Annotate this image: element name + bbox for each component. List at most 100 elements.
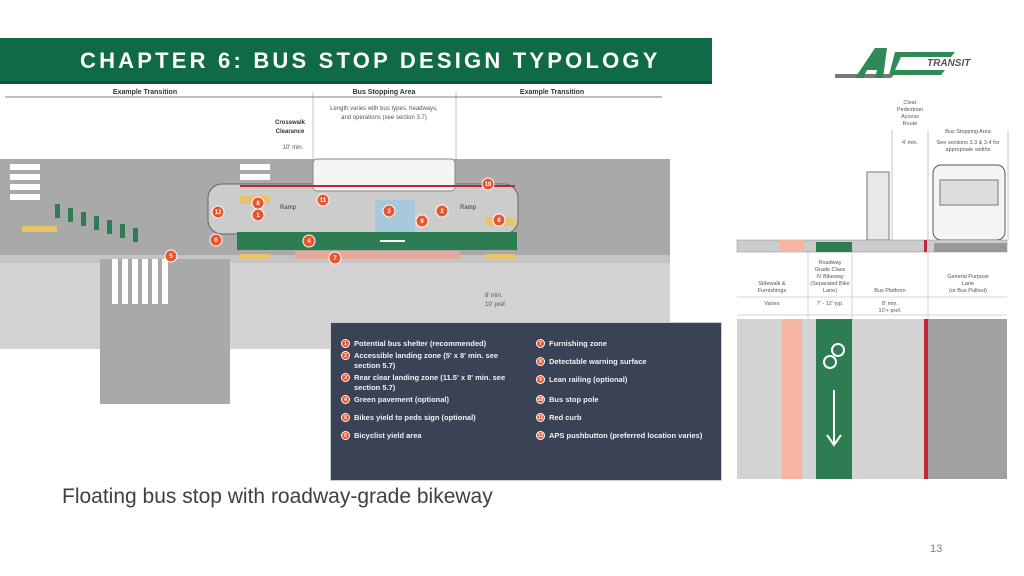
marker-10: 10 (481, 177, 495, 191)
legend-marker: 12 (536, 431, 545, 440)
zone-label: Grade Class (815, 267, 846, 273)
svg-text:10: 10 (485, 182, 492, 188)
bus-area-note: appropriate widths (946, 147, 991, 153)
legend-marker: 10 (536, 395, 545, 404)
clear-ped-label: Clear (903, 100, 916, 106)
zone-label: General Purpose (947, 274, 989, 280)
marker-5: 5 (164, 249, 178, 263)
svg-text:12: 12 (215, 210, 222, 216)
svg-text:7: 7 (333, 256, 337, 262)
svg-text:3: 3 (387, 209, 391, 215)
logo-text: TRANSIT (927, 58, 971, 69)
legend-item: 4 Green pavement (optional) (341, 395, 521, 405)
legend-item: 11 Red curb (536, 413, 716, 423)
marker-3: 3 (382, 204, 396, 218)
svg-text:6: 6 (214, 238, 218, 244)
zone-dim: 8' min. (882, 301, 898, 307)
legend-text: APS pushbutton (preferred location varie… (549, 431, 703, 440)
zone-label: IV Bikeway (816, 274, 843, 280)
zone-label: Furnishings (758, 288, 787, 294)
legend-text: Rear clear landing zone (11.5' x 8' min.… (354, 373, 506, 392)
dim-pref: 10' pref. (485, 302, 507, 308)
clear-ped-label: Route (903, 121, 918, 127)
svg-text:4: 4 (307, 239, 311, 245)
legend-text: Bus stop pole (549, 395, 599, 404)
legend-text: Red curb (549, 413, 582, 422)
length-note: Length varies with bus types, headways, (330, 106, 438, 112)
legend-text: Detectable warning surface (549, 357, 647, 366)
legend-marker: 5 (341, 413, 350, 422)
label-example-transition-left: Example Transition (113, 89, 177, 96)
crosswalk-label: Clearance (276, 129, 305, 135)
label-example-transition-right: Example Transition (520, 89, 584, 96)
clear-ped-dim: 4' min. (902, 140, 918, 146)
marker-7: 7 (328, 251, 342, 265)
dim-min: 8' min. (485, 293, 503, 299)
bus-area-label: Bus Stopping Area (945, 129, 992, 135)
marker-4: 4 (302, 234, 316, 248)
zone-label: Roadway (819, 260, 842, 266)
slide-title: CHAPTER 6: BUS STOP DESIGN TYPOLOGY (80, 48, 661, 73)
bike-lane-arrow-icon (823, 343, 845, 447)
zone-label: Lane) (823, 288, 837, 294)
legend-item: 8 Detectable warning surface (536, 357, 716, 367)
legend-panel: 1 Potential bus shelter (recommended) 2 Acc… (330, 322, 722, 481)
svg-text:11: 11 (320, 198, 327, 204)
ac-transit-logo: TRANSIT (835, 48, 971, 78)
legend-marker: 8 (536, 357, 545, 366)
zone-dim: Varies (764, 301, 779, 307)
marker-8b: 8 (492, 213, 506, 227)
legend-marker: 4 (341, 395, 350, 404)
legend-item: 3 Rear clear landing zone (11.5' x 8' min… (341, 373, 521, 393)
legend-item: 10 Bus stop pole (536, 395, 716, 405)
clear-ped-label: Pedestrian (897, 107, 923, 113)
zone-label: Lane (962, 281, 974, 287)
legend-marker: 2 (341, 351, 350, 360)
legend-item: 2 Accessible landing zone (5' x 8' min. s… (341, 351, 521, 371)
legend-marker: 6 (341, 431, 350, 440)
legend-item: 7 Furnishing zone (536, 339, 716, 349)
svg-text:8: 8 (497, 218, 501, 224)
marker-12: 12 (211, 205, 225, 219)
legend-item: 12 APS pushbutton (preferred location var… (536, 431, 716, 441)
crosswalk-dim: 10' min. (283, 145, 304, 151)
page-number: 13 (930, 543, 943, 555)
svg-text:2: 2 (440, 209, 444, 215)
legend-text: Furnishing zone (549, 339, 607, 348)
bus-stop-plan-diagram: Example Transition Bus Stopping Area Exa… (0, 89, 670, 404)
legend-item: 6 Bicyclist yield area (341, 431, 521, 441)
zone-label: Sidewalk & (758, 281, 786, 287)
legend-text: Potential bus shelter (recommended) (354, 339, 487, 348)
legend-text: Bicyclist yield area (354, 431, 422, 440)
legend-marker: 9 (536, 375, 545, 384)
crosswalk-label: Crosswalk (275, 120, 306, 126)
ramp-label: Ramp (280, 205, 297, 211)
label-bus-stopping-area: Bus Stopping Area (353, 89, 416, 96)
title-bar: CHAPTER 6: BUS STOP DESIGN TYPOLOGY (0, 38, 712, 84)
legend-marker: 3 (341, 373, 350, 382)
bus-area-note: See sections 3.3 & 3.4 for (937, 140, 1000, 146)
svg-text:5: 5 (169, 254, 173, 260)
zone-label: (Separated Bike (810, 281, 849, 287)
clear-ped-label: Access (901, 114, 919, 120)
legend-text: Green pavement (optional) (354, 395, 450, 404)
marker-1: 1 (251, 208, 265, 222)
marker-11: 11 (316, 193, 330, 207)
legend-marker: 1 (341, 339, 350, 348)
legend-text: Bikes yield to peds sign (optional) (354, 413, 476, 422)
zone-dim: 10'+ pref. (879, 308, 902, 314)
legend-marker: 11 (536, 413, 545, 422)
slide-caption: Floating bus stop with roadway-grade bik… (62, 485, 493, 508)
legend-item: 1 Potential bus shelter (recommended) (341, 339, 521, 349)
length-note: and operations (see section 3.7) (341, 115, 427, 121)
legend-item: 5 Bikes yield to peds sign (optional) (341, 413, 521, 423)
ramp-label: Ramp (460, 205, 477, 211)
svg-text:9: 9 (420, 219, 424, 225)
marker-2: 2 (435, 204, 449, 218)
legend-text: Accessible landing zone (5' x 8' min. se… (354, 351, 499, 370)
marker-9: 9 (415, 214, 429, 228)
zone-label: Bus Platform (874, 288, 906, 294)
legend-marker: 7 (536, 339, 545, 348)
